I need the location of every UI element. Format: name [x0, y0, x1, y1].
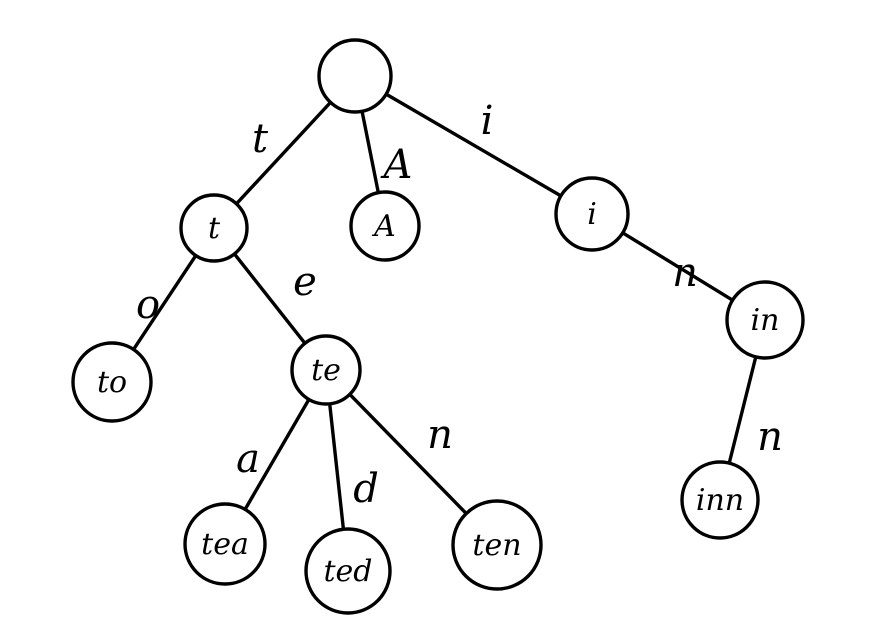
node-in: in [725, 280, 805, 360]
node-circle-i [554, 176, 630, 252]
edge-root-t [234, 100, 333, 206]
edge-te-tea [243, 397, 311, 512]
node-label-te: te [311, 353, 341, 388]
node-circle-ted [304, 527, 392, 615]
edge-label-te-ted: d [353, 466, 379, 512]
node-t: t [179, 193, 249, 263]
node-label-t: t [208, 211, 221, 246]
edge-te-ted [327, 402, 346, 531]
node-label-in: in [751, 303, 780, 338]
node-circle-tea [183, 502, 267, 586]
node-label-to: to [97, 365, 127, 400]
node-circle-te [290, 334, 362, 406]
node-label-ten: ten [472, 528, 521, 563]
edge-label-root-i: i [481, 98, 494, 144]
edge-label-i-in: n [672, 250, 698, 296]
edge-root-i [384, 92, 563, 198]
edge-label-root-A: A [380, 142, 413, 188]
edge-i-in [620, 231, 735, 302]
edge-t-te [232, 252, 307, 346]
node-label-inn: inn [696, 483, 744, 518]
node-inn: inn [680, 460, 760, 540]
node-circle-inn [680, 460, 760, 540]
node-label-A: A [371, 209, 396, 244]
node-circle-t [179, 193, 249, 263]
edge-label-in-inn: n [757, 414, 783, 460]
edge-root-A [360, 109, 381, 195]
node-label-ted: ted [323, 554, 372, 589]
edge-label-t-to: o [136, 282, 160, 328]
node-root [317, 38, 393, 114]
edge-te-ten [348, 392, 468, 516]
node-to: to [71, 341, 153, 423]
node-circle-ten [451, 499, 543, 591]
node-label-tea: tea [201, 527, 249, 562]
node-ted: ted [304, 527, 392, 615]
edge-t-to [131, 253, 198, 352]
node-label-i: i [587, 197, 597, 232]
node-circle-root [317, 38, 393, 114]
edges-layer [131, 92, 758, 531]
node-ten: ten [451, 499, 543, 591]
node-te: te [290, 334, 362, 406]
node-A: A [349, 190, 421, 262]
node-tea: tea [183, 502, 267, 586]
edge-label-te-ten: n [427, 412, 453, 458]
edge-in-inn [727, 355, 758, 465]
node-circle-A [349, 190, 421, 262]
edge-label-te-tea: a [236, 436, 260, 482]
edge-label-root-t: t [252, 116, 269, 162]
edge-label-t-te: e [293, 259, 317, 305]
node-circle-to [71, 341, 153, 423]
node-i: i [554, 176, 630, 252]
node-circle-in [725, 280, 805, 360]
